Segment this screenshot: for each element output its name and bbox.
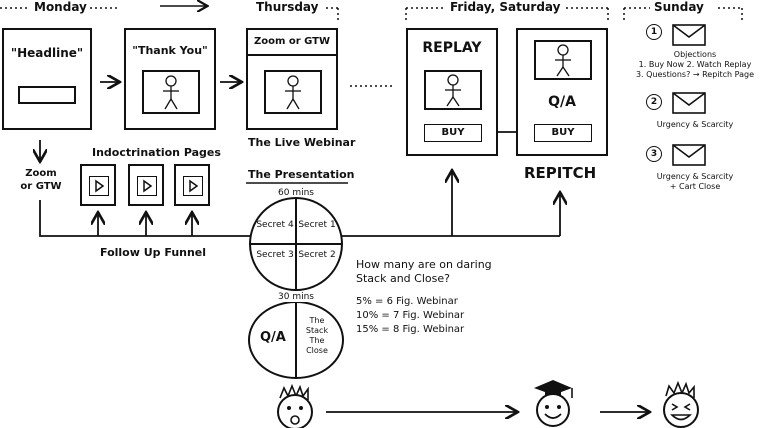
- email-number-2: 2: [646, 94, 662, 110]
- duration-60: 60 mins: [278, 188, 314, 198]
- replay-title: REPLAY: [422, 40, 482, 56]
- repitch-page: Q/A BUY: [516, 28, 608, 156]
- headline-title: "Headline": [10, 46, 84, 60]
- headline-page: "Headline": [2, 28, 92, 130]
- zoom-gtw-label-1: Zoom: [25, 168, 57, 179]
- webinar-room-title: Zoom or GTW: [253, 36, 331, 47]
- replay-page: REPLAY BUY: [406, 28, 498, 156]
- secret-3: Secret 3: [256, 250, 294, 260]
- email-2-text: Urgency & Scarcity: [656, 120, 734, 129]
- repitch-buy-button[interactable]: BUY: [534, 124, 592, 142]
- indoctrination-page-1[interactable]: [80, 164, 116, 206]
- stack-question-line2: Stack and Close?: [356, 272, 450, 285]
- duration-30: 30 mins: [278, 292, 314, 302]
- envelope-icon: [672, 144, 706, 166]
- stack-question-line1: How many are on daring: [356, 258, 492, 271]
- day-sunday: Sunday: [654, 0, 704, 14]
- email-1-title: Objections: [673, 50, 717, 59]
- play-icon: [137, 176, 157, 196]
- zoom-gtw-label-2: or GTW: [20, 181, 62, 192]
- indoctrination-page-3[interactable]: [174, 164, 210, 206]
- sad-face-icon: [277, 384, 313, 428]
- repitch-label: REPITCH: [524, 164, 597, 182]
- follow-up-label: Follow Up Funnel: [100, 246, 207, 259]
- thank-you-page: "Thank You": [124, 28, 216, 130]
- stick-figure-icon: [555, 44, 571, 77]
- qa-title: Q/A: [548, 94, 576, 110]
- stick-figure-icon: [445, 74, 461, 107]
- stack-row-1: 5% = 6 Fig. Webinar: [356, 296, 458, 307]
- envelope-icon: [672, 24, 706, 46]
- video-frame: [534, 40, 592, 80]
- stack-row-2: 10% = 7 Fig. Webinar: [356, 310, 465, 321]
- graduate-face-icon: [534, 380, 573, 427]
- optin-field: [18, 86, 76, 104]
- day-friday-saturday: Friday, Saturday: [450, 0, 561, 14]
- replay-buy-button[interactable]: BUY: [424, 124, 482, 142]
- video-frame: [424, 70, 482, 110]
- secret-1: Secret 1: [298, 220, 336, 230]
- secret-2: Secret 2: [298, 250, 336, 260]
- envelope-icon: [672, 92, 706, 114]
- email-number-3: 3: [646, 146, 662, 162]
- email-1-line2: 3. Questions? → Repitch Page: [635, 70, 755, 79]
- happy-face-icon: [663, 380, 699, 428]
- stack-close-segment: The Stack The Close: [305, 316, 329, 355]
- email-3-line2: + Cart Close: [669, 182, 721, 191]
- email-1-line1: 1. Buy Now 2. Watch Replay: [638, 60, 752, 69]
- stack-row-3: 15% = 8 Fig. Webinar: [356, 324, 465, 335]
- stick-figure-icon: [285, 75, 301, 110]
- email-number-1: 1: [646, 24, 662, 40]
- divider: [248, 54, 336, 56]
- play-icon: [89, 176, 109, 196]
- day-thursday: Thursday: [256, 0, 319, 14]
- indoctrination-page-2[interactable]: [128, 164, 164, 206]
- live-webinar-label: The Live Webinar: [248, 136, 356, 149]
- day-monday: Monday: [34, 0, 87, 14]
- indoctrination-label: Indoctrination Pages: [92, 146, 221, 159]
- video-frame: [142, 70, 200, 114]
- secret-4: Secret 4: [256, 220, 294, 230]
- thank-you-title: "Thank You": [132, 44, 208, 57]
- stick-figure-icon: [163, 75, 179, 110]
- video-frame: [264, 70, 322, 114]
- webinar-room-page: Zoom or GTW: [246, 28, 338, 130]
- email-3-line1: Urgency & Scarcity: [656, 172, 734, 181]
- play-icon: [183, 176, 203, 196]
- qa-segment: Q/A: [260, 330, 286, 345]
- presentation-title: The Presentation: [248, 168, 355, 181]
